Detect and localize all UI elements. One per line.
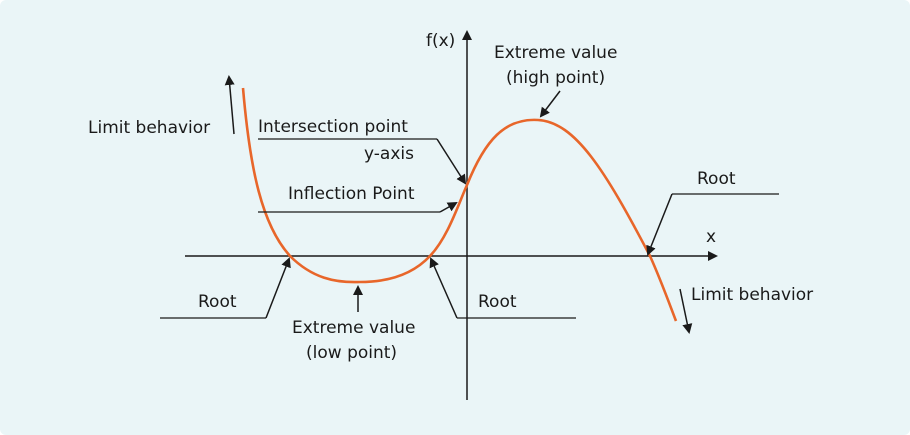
x-axis-label: x — [706, 227, 716, 247]
label-extreme-high: Extreme value — [494, 43, 617, 63]
arrow-limit-behavior-right — [679, 288, 693, 334]
arrow-root-right — [646, 193, 673, 256]
label-limit-behavior-right: Limit behavior — [691, 285, 813, 305]
label-limit-behavior-left: Limit behavior — [88, 118, 210, 138]
label-intersection-y-axis: y-axis — [364, 144, 414, 164]
arrow-extreme-high — [539, 90, 561, 118]
arrow-limit-behavior-left — [224, 75, 235, 135]
arrow-root-middle — [429, 257, 458, 319]
label-intersection-point: Intersection point — [258, 117, 408, 137]
label-root-middle: Root — [478, 292, 517, 312]
label-root-right: Root — [697, 169, 736, 189]
function-curve — [241, 87, 678, 322]
label-root-left: Root — [198, 292, 237, 312]
label-extreme-low-sub: (low point) — [306, 343, 397, 363]
arrow-inflection — [439, 202, 458, 213]
y-axis-label: f(x) — [426, 31, 455, 51]
label-extreme-low: Extreme value — [292, 318, 415, 338]
label-inflection-point: Inflection Point — [288, 184, 415, 204]
label-extreme-high-sub: (high point) — [506, 68, 605, 88]
arrow-root-left — [265, 257, 291, 319]
arrow-intersection — [436, 138, 467, 185]
